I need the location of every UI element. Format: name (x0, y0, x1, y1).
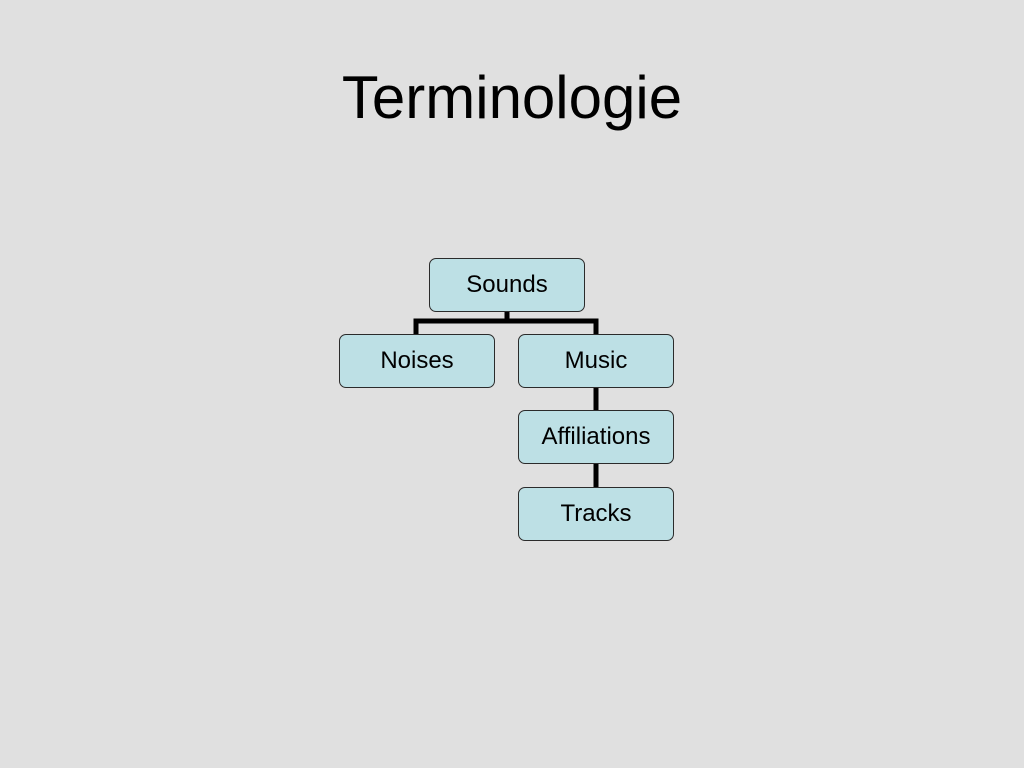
node-sounds-label: Sounds (466, 271, 548, 298)
node-noises-label: Noises (380, 347, 454, 374)
node-music-label: Music (564, 347, 628, 374)
node-tracks-label: Tracks (560, 500, 632, 527)
node-music: Music (518, 334, 674, 388)
node-affiliations: Affiliations (518, 410, 674, 464)
slide-title: Terminologie (341, 64, 683, 131)
node-tracks: Tracks (518, 487, 674, 541)
node-sounds: Sounds (429, 258, 585, 312)
node-affiliations-label: Affiliations (541, 423, 651, 450)
node-noises: Noises (339, 334, 495, 388)
